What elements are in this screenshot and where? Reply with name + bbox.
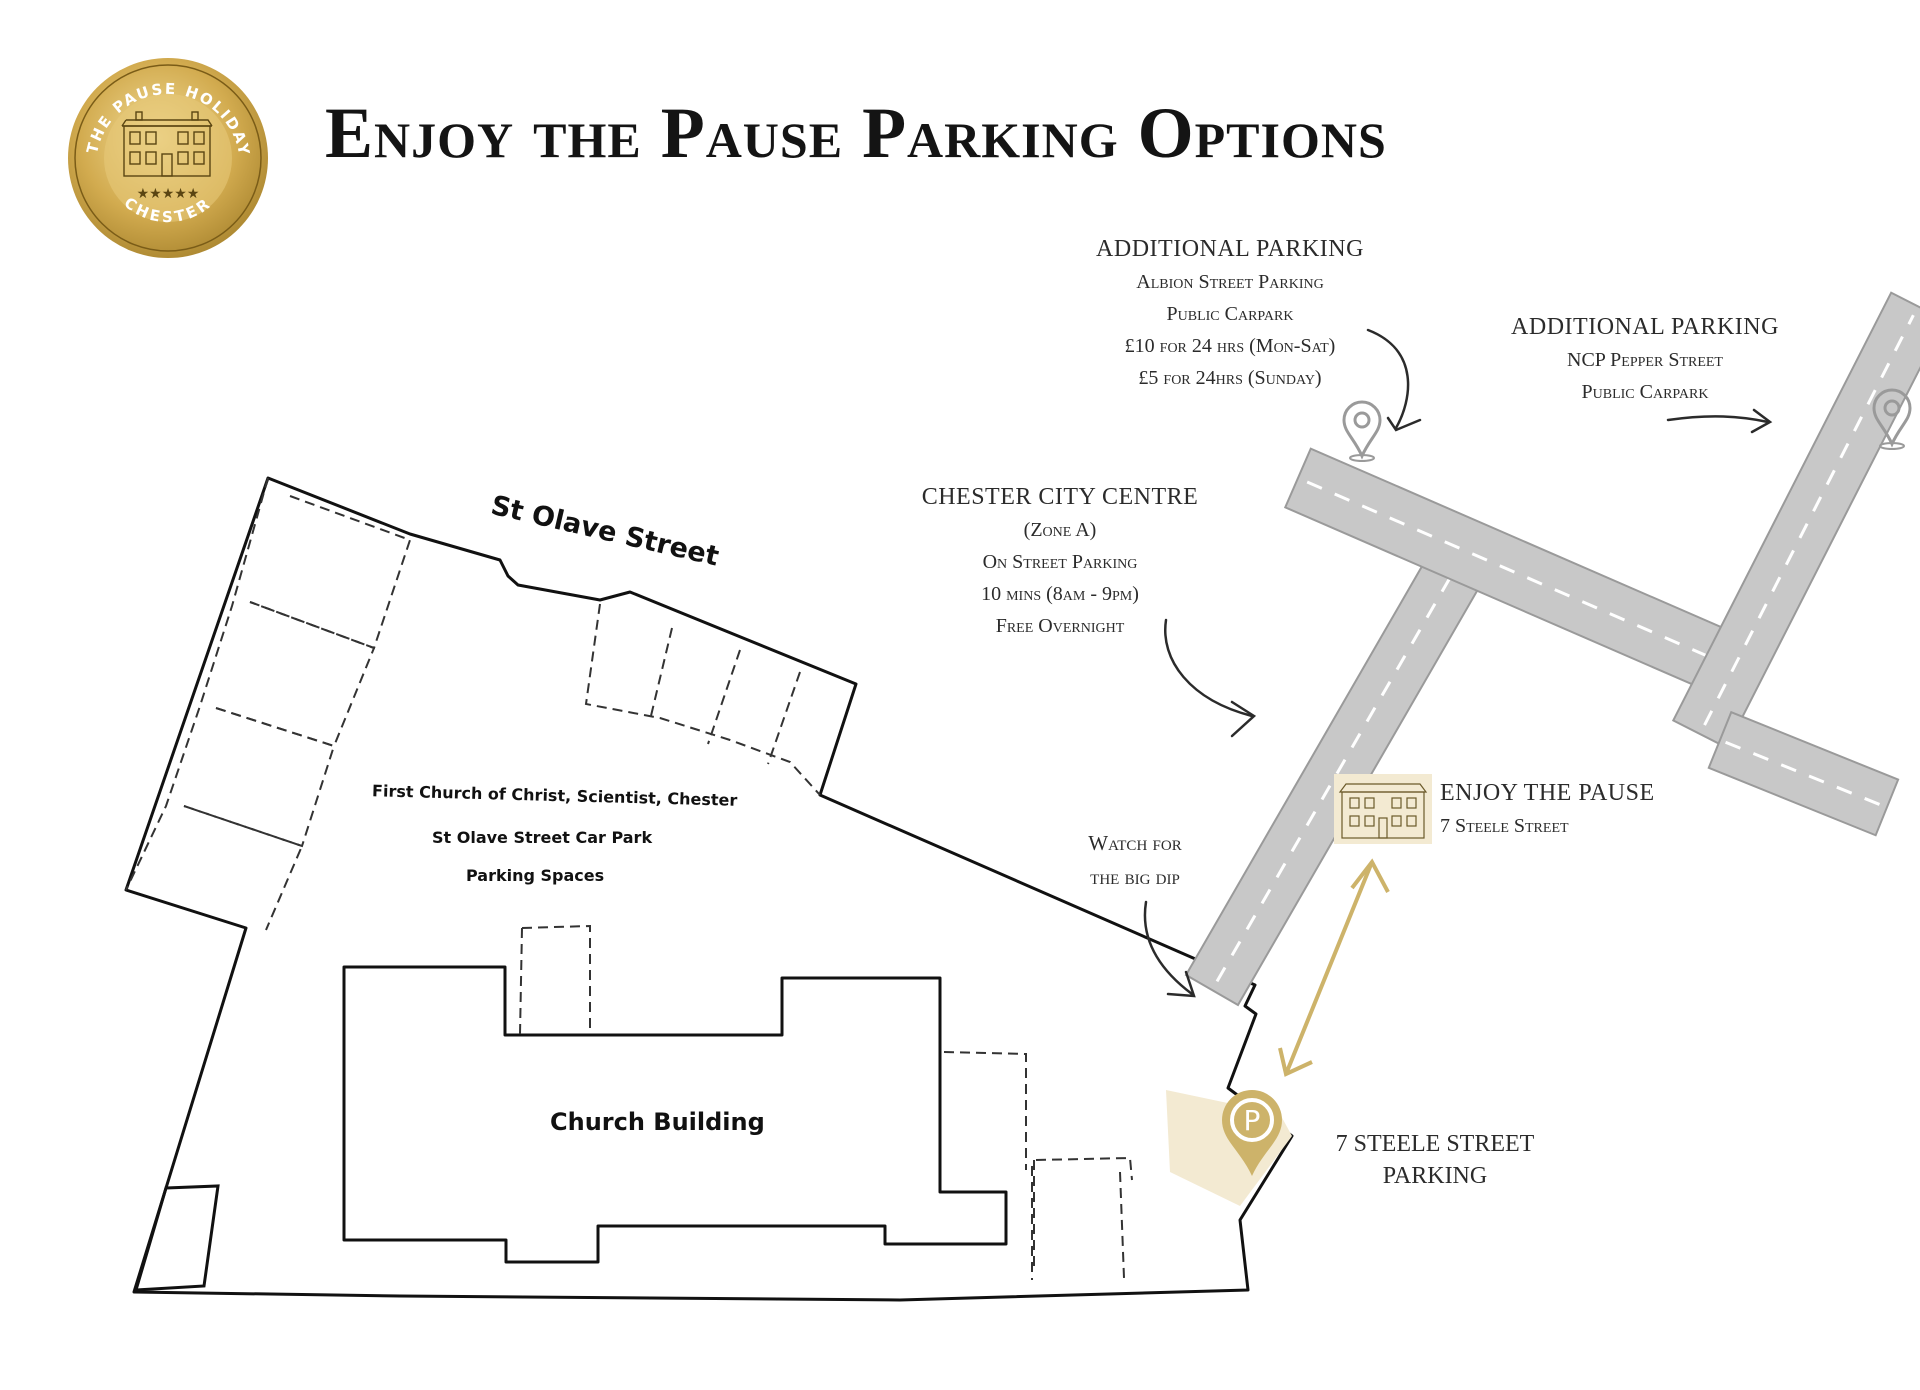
city-centre-line: (Zone A) (1023, 519, 1097, 541)
enjoy-the-pause-location: ENJOY THE PAUSE 7 Steele Street (1440, 776, 1655, 842)
ncp-line: Public Carpark (1581, 381, 1709, 403)
big-dip-line: the big dip (1090, 865, 1180, 889)
city-centre-parking-info: CHESTER CITY CENTRE (Zone A) On Street P… (880, 480, 1240, 642)
big-dip-warning: Watch for the big dip (1040, 826, 1230, 894)
house-icon (121, 111, 213, 177)
location-pin-icon (1342, 400, 1382, 462)
enjoy-the-pause-house-icon (1334, 774, 1432, 844)
albion-line: £10 for 24 hrs (Mon-Sat) (1124, 335, 1336, 357)
ncp-line: NCP Pepper Street (1567, 349, 1723, 371)
car-park-boundary (124, 476, 1294, 1302)
badge-stars: ★★★★★ (137, 186, 200, 202)
ncp-parking-info: ADDITIONAL PARKING NCP Pepper Street Pub… (1480, 310, 1810, 408)
albion-line: Albion Street Parking (1136, 271, 1324, 293)
albion-heading: ADDITIONAL PARKING (1096, 236, 1364, 262)
parking-space-markings (125, 477, 1133, 1280)
annotation-arrows (1143, 328, 1773, 998)
city-centre-line: Free Overnight (995, 615, 1125, 637)
page-title: Enjoy the Pause Parking Options (325, 93, 1387, 173)
parking-pin-icon: P (1222, 1090, 1282, 1176)
small-structure (133, 1184, 220, 1292)
city-centre-line: On Street Parking (982, 551, 1138, 573)
church-building-outline (342, 965, 1008, 1264)
steele-street-parking-line: PARKING (1382, 1163, 1488, 1189)
steele-street-parking-line: 7 STEELE STREET (1335, 1131, 1535, 1157)
albion-line: £5 for 24hrs (Sunday) (1138, 367, 1322, 389)
church-building-label: Church Building (550, 1108, 765, 1136)
walk-arrow-icon (1278, 858, 1390, 1077)
albion-parking-info: ADDITIONAL PARKING Albion Street Parking… (1050, 232, 1410, 394)
albion-line: Public Carpark (1166, 303, 1294, 325)
enjoy-the-pause-logo: ENJOY THE PAUSE HOLIDAY HOME CHESTER ★★★… (58, 42, 270, 260)
car-park-label: St Olave Street Car Park (432, 828, 653, 847)
steele-street-parking-label: 7 STEELE STREET PARKING (1310, 1128, 1560, 1192)
location-pin-icon (1872, 388, 1912, 450)
svg-text:P: P (1244, 1104, 1261, 1137)
big-dip-line: Watch for (1088, 831, 1182, 855)
enjoy-the-pause-heading: ENJOY THE PAUSE (1440, 780, 1655, 806)
ncp-heading: ADDITIONAL PARKING (1511, 314, 1779, 340)
parking-spaces-label: Parking Spaces (466, 866, 605, 885)
city-centre-line: 10 mins (8am - 9pm) (981, 583, 1139, 605)
enjoy-the-pause-address: 7 Steele Street (1440, 815, 1569, 837)
city-centre-heading: CHESTER CITY CENTRE (921, 484, 1199, 510)
